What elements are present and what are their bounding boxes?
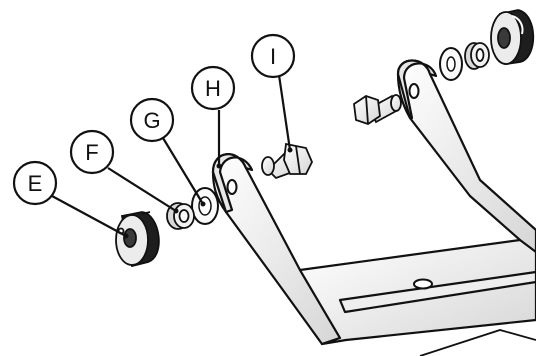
callout-label-G: G bbox=[143, 108, 160, 133]
washer-right bbox=[439, 47, 463, 81]
leader-I bbox=[277, 74, 292, 151]
knob-right bbox=[490, 9, 535, 66]
bolt-right bbox=[353, 94, 402, 125]
base-edge-outline bbox=[419, 329, 536, 356]
nut-right bbox=[464, 42, 490, 70]
nut-left bbox=[166, 202, 195, 230]
knob-left bbox=[115, 211, 160, 268]
callout-label-H: H bbox=[205, 76, 221, 101]
callout-H: H bbox=[190, 65, 236, 111]
leader-lines bbox=[51, 74, 292, 237]
leader-F bbox=[107, 167, 177, 212]
bracket-hole-left bbox=[226, 179, 238, 195]
callout-F: F bbox=[69, 129, 115, 175]
leader-E bbox=[51, 195, 127, 237]
callout-G: G bbox=[129, 97, 175, 143]
bolt-left bbox=[261, 142, 313, 180]
bracket-base-hole bbox=[413, 278, 433, 290]
bracket-hole-right bbox=[408, 83, 420, 99]
leader-G bbox=[162, 137, 204, 205]
u-bracket bbox=[211, 59, 536, 346]
callout-label-F: F bbox=[85, 140, 98, 165]
callout-label-E: E bbox=[28, 171, 43, 196]
callout-label-I: I bbox=[270, 44, 276, 69]
callout-E: E bbox=[12, 160, 58, 206]
bracket-left-arm-edge bbox=[211, 153, 254, 214]
callout-I: I bbox=[250, 33, 296, 79]
bracket-right-arm-edge bbox=[396, 59, 438, 120]
bracket-base-bend bbox=[338, 270, 536, 314]
